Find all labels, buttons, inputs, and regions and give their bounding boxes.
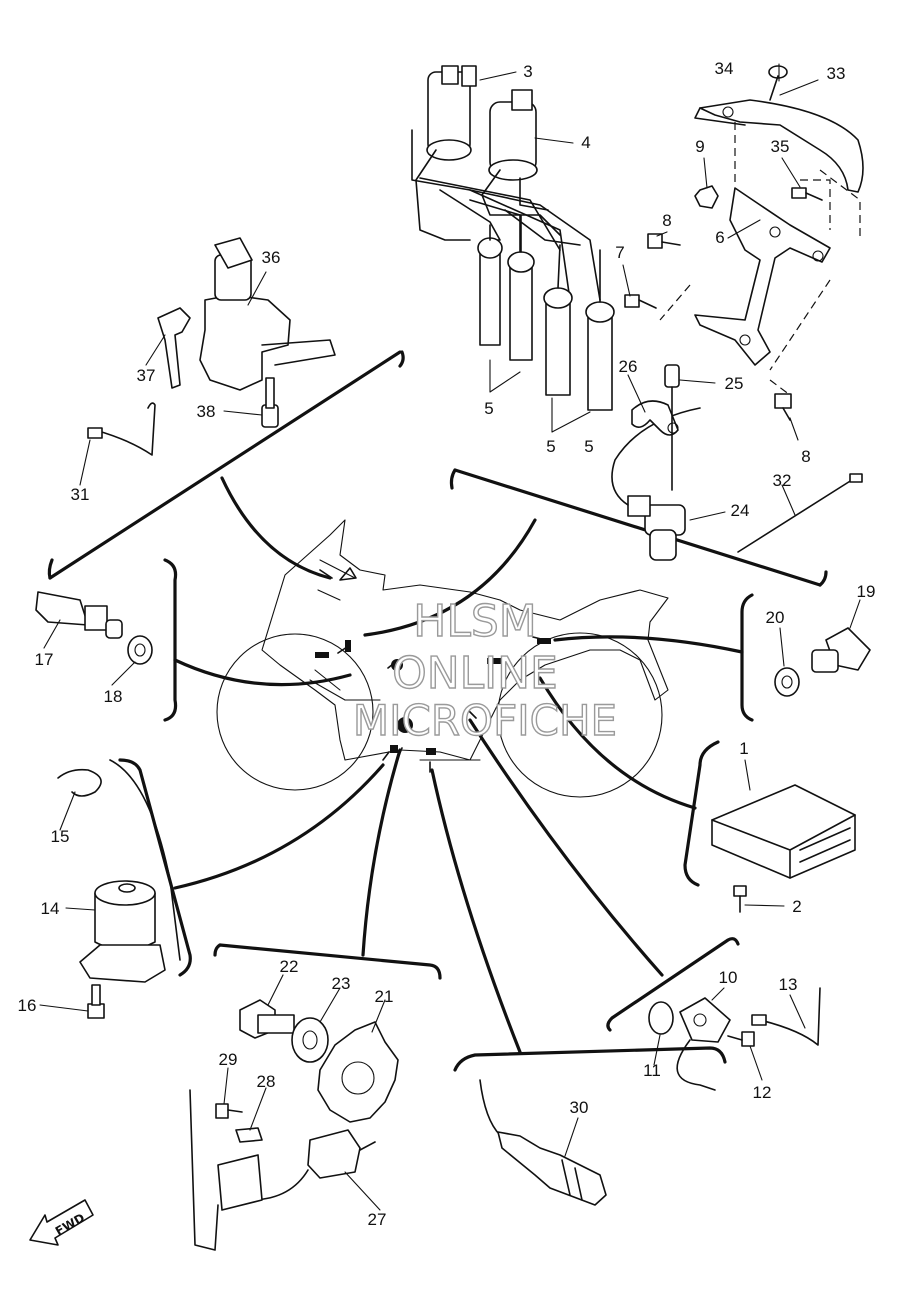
callout-37: 37 (137, 366, 156, 385)
callout-30: 30 (570, 1098, 589, 1117)
callout-9: 9 (695, 137, 704, 156)
callout-36: 36 (262, 248, 281, 267)
callout-13: 13 (779, 975, 798, 994)
washer-part-18 (127, 635, 153, 665)
callout-29: 29 (219, 1050, 238, 1069)
bracket-part-33 (694, 99, 864, 193)
callout-14: 14 (41, 899, 60, 918)
callout-34: 34 (715, 59, 734, 78)
callout-5-b: 5 (546, 437, 555, 456)
sensor-part-10 (676, 997, 731, 1091)
bolt-part-34 (768, 65, 788, 101)
sensor-part-24 (611, 407, 701, 561)
wires (411, 129, 601, 301)
forward-arrow-icon: FWD (29, 1199, 94, 1246)
oxygen-sensor-part-30 (479, 1079, 607, 1206)
callout-leaders (39, 63, 861, 1211)
cable-tie-part-13 (751, 987, 821, 1046)
callout-3: 3 (523, 62, 532, 81)
callout-22: 22 (280, 957, 299, 976)
main-switch-part-36 (199, 237, 336, 391)
bolt-part-12 (727, 1031, 755, 1047)
bolt-part-8-upper (647, 233, 681, 249)
callout-20: 20 (766, 608, 785, 627)
nut-part-9 (694, 185, 719, 209)
clamp-part-26 (631, 400, 679, 436)
clip-part-15 (57, 768, 102, 797)
callout-2: 2 (792, 897, 801, 916)
bolt-part-25 (664, 364, 680, 491)
dashed-connectors (659, 122, 861, 396)
spark-plug-cap-part-5 (477, 214, 615, 411)
bolt-part-29 (215, 1103, 243, 1119)
screw-part-2 (733, 885, 747, 913)
callout-4: 4 (581, 133, 590, 152)
key-part-37 (157, 307, 191, 389)
callout-12: 12 (753, 1083, 772, 1102)
callout-6: 6 (715, 228, 724, 247)
watermark-line-3: MICROFICHE (353, 696, 617, 745)
washer-part-20 (774, 667, 800, 697)
callout-15: 15 (51, 827, 70, 846)
cable-tie-part-31 (87, 402, 156, 456)
callout-38: 38 (197, 402, 216, 421)
solenoid-part-14 (79, 759, 181, 983)
callout-28: 28 (257, 1072, 276, 1091)
callout-35: 35 (771, 137, 790, 156)
watermark: HLSM ONLINE MICROFICHE (352, 595, 618, 745)
rotor-part-21 (317, 1021, 399, 1123)
callout-7: 7 (615, 243, 624, 262)
callout-24: 24 (731, 501, 750, 520)
callout-25: 25 (725, 374, 744, 393)
callout-21: 21 (375, 987, 394, 1006)
callout-5-a: 5 (484, 399, 493, 418)
bolt-part-7 (624, 294, 657, 309)
callout-16: 16 (18, 996, 37, 1015)
callout-8-lower: 8 (801, 447, 810, 466)
callout-32: 32 (773, 471, 792, 490)
cable-tie-part-32 (737, 473, 863, 553)
ecu-part-1 (711, 784, 856, 879)
callout-11: 11 (643, 1061, 661, 1080)
callout-18: 18 (104, 687, 123, 706)
bracket-part-6 (694, 187, 831, 366)
callout-31: 31 (71, 485, 90, 504)
callout-10: 10 (719, 968, 738, 987)
bolt-part-22 (239, 999, 295, 1039)
bolt-part-35 (791, 187, 823, 201)
callout-27: 27 (368, 1210, 387, 1229)
switch-part-19 (811, 627, 871, 673)
bracket-lines (47, 350, 828, 1072)
callout-26: 26 (619, 357, 638, 376)
bolt-part-16 (87, 984, 105, 1019)
ignition-coil-part-3 (415, 65, 477, 241)
ignition-coil-part-4 (481, 89, 561, 236)
callout-17: 17 (35, 650, 54, 669)
callout-19: 19 (857, 582, 876, 601)
bolt-part-8-lower (774, 393, 792, 421)
callout-labels: 1 2 3 4 5 5 5 6 7 8 8 9 10 11 12 13 14 1… (18, 59, 876, 1229)
clamp-part-28 (235, 1127, 263, 1143)
callout-23: 23 (332, 974, 351, 993)
callout-1: 1 (739, 739, 748, 758)
o-ring-part-11 (648, 1001, 674, 1035)
bolt-part-38 (261, 377, 279, 428)
watermark-line-2: ONLINE (392, 648, 558, 699)
callout-33: 33 (827, 64, 846, 83)
washer-part-23 (291, 1017, 329, 1063)
callout-8-upper: 8 (662, 211, 671, 230)
sensor-part-27 (189, 1089, 376, 1251)
sensor-part-17 (35, 591, 123, 639)
callout-5-c: 5 (584, 437, 593, 456)
watermark-line-1: HLSM (413, 596, 537, 647)
